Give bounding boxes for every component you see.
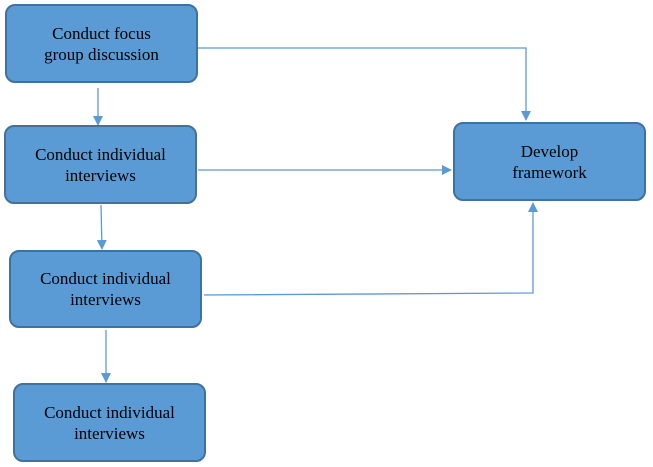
node-label: Conduct individual interviews [44,402,175,443]
develop-framework-node: Develop framework [453,122,646,201]
edge-focus-group-to-framework [198,47,531,121]
edge-interviews-1-to-interviews-2 [96,204,107,250]
individual-interviews-node-3: Conduct individual interviews [13,383,206,462]
node-label: Develop framework [512,141,587,182]
focus-group-discussion-node: Conduct focus group discussion [5,4,198,83]
node-label: Conduct focus group discussion [44,23,159,64]
node-label: Conduct individual interviews [40,269,171,309]
individual-interviews-node-1: Conduct individual interviews [4,125,197,204]
individual-interviews-node-2: Conduct individual interviews [9,250,202,328]
edge-interviews-2-to-framework [203,202,538,296]
node-label: Conduct individual interviews [35,144,166,185]
